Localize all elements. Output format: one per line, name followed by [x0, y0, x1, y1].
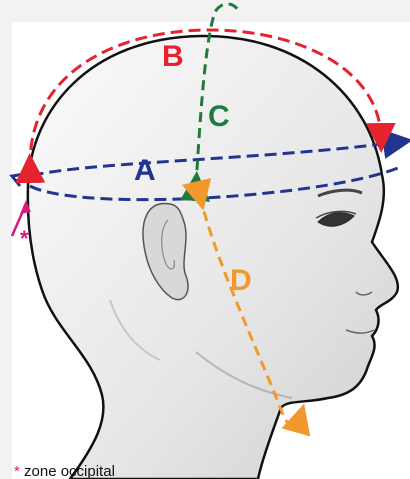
- footnote-text: zone occipital: [20, 463, 115, 479]
- label-a: A: [134, 154, 156, 187]
- label-d: D: [230, 264, 252, 297]
- occipital-marker: *: [20, 226, 29, 251]
- label-c: C: [208, 100, 230, 133]
- label-b: B: [162, 40, 184, 73]
- footnote: * zone occipital: [14, 463, 115, 479]
